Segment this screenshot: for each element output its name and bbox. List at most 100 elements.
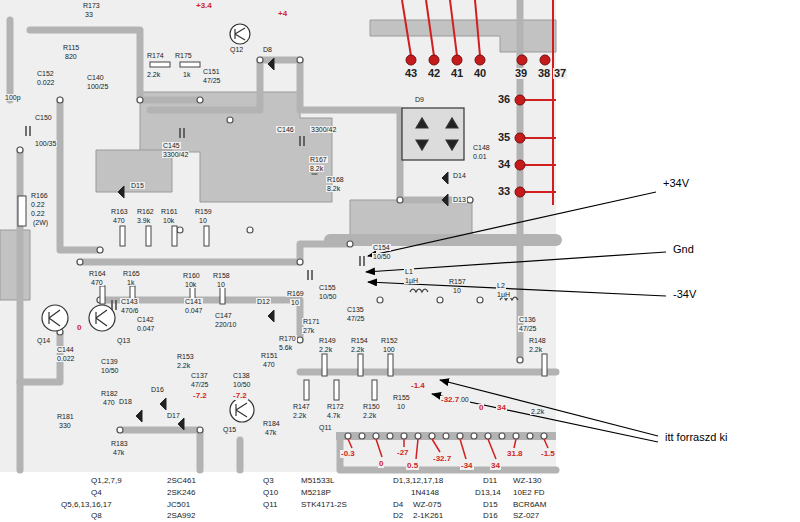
resistor-symbol [204, 226, 209, 246]
voltage-reading: -34 [460, 462, 474, 470]
parts-table-cell: M51533L [300, 477, 335, 485]
component-label: 4.7k [326, 412, 341, 419]
parts-table-cell: Q5,6,13,16,17 [60, 501, 113, 509]
component-label: C152 [36, 70, 55, 77]
pin-pad [515, 187, 525, 197]
hybrid-ic-pins [432, 439, 440, 452]
parts-table-cell: M5218P [300, 489, 332, 497]
pin-pad [429, 55, 439, 65]
capacitor-symbol [26, 126, 30, 136]
component-label: 100p [4, 94, 22, 101]
component-label: 470 [90, 279, 104, 286]
component-label: C155 [318, 284, 337, 291]
transistor-symbol [42, 305, 68, 331]
component-label: C136 [518, 316, 537, 323]
copper-trace [517, 0, 524, 360]
component-label: R168 [326, 176, 345, 183]
component-label: 47/25 [202, 77, 222, 84]
component-label: Q15 [222, 426, 237, 433]
parts-table-cell: D1,3,12,17,18 [392, 477, 444, 485]
board-ground [0, 0, 556, 472]
component-label: 47k [264, 429, 277, 436]
resistor-symbol [180, 62, 200, 67]
capacitor-symbol [112, 300, 116, 310]
solder-pad [347, 241, 353, 247]
component-label: R167 [309, 156, 328, 163]
component-label: 10 [396, 403, 406, 410]
component-label: 47/25 [190, 381, 210, 388]
component-label: 10k [184, 281, 197, 288]
parts-table-cell: 1N4148 [410, 489, 440, 497]
hybrid-ic-pins [345, 433, 351, 439]
annotation-note: +34V [662, 178, 690, 189]
parts-table-cell: 2SA992 [166, 512, 196, 520]
solder-pad [477, 297, 483, 303]
component-label: R160 [182, 272, 201, 279]
solder-pad [197, 97, 203, 103]
pin-wire [426, 0, 434, 56]
component-label: R171 [302, 318, 321, 325]
copper-trace [300, 369, 556, 376]
voltage-reading: -7.2 [232, 392, 248, 400]
component-label: R157 [448, 278, 467, 285]
component-label: C139 [100, 358, 119, 365]
copper-trace [237, 440, 244, 470]
hybrid-ic-pins [373, 433, 379, 439]
component-label: C135 [346, 306, 365, 313]
hybrid-ic-pins [544, 439, 548, 448]
component-label: C138 [232, 372, 251, 379]
component-label: R163 [110, 208, 129, 215]
pin-number: 41 [450, 68, 464, 79]
parts-table-cell: JC501 [166, 501, 191, 509]
parts-table-cell: WZ-130 [512, 477, 542, 485]
pin-wire [475, 0, 480, 56]
hybrid-ic-pins [401, 433, 407, 439]
hybrid-ic-pins [488, 439, 496, 459]
component-label: R173 [82, 2, 101, 9]
diode-symbol [118, 58, 448, 430]
transistor-symbol [235, 28, 245, 40]
component-label: Q14 [36, 337, 51, 344]
diode-symbol [442, 194, 448, 206]
parts-table-cell: Q1,2,7,9 [90, 477, 123, 485]
hybrid-ic-pins [485, 433, 491, 439]
component-label: R155 [392, 394, 411, 401]
callout-arrow [366, 192, 666, 442]
component-label: 2.2k [350, 346, 365, 353]
voltage-reading: 31.8 [506, 450, 524, 458]
copper-trace [340, 440, 556, 470]
component-label: 470 [102, 399, 116, 406]
component-label: 1μH [404, 277, 419, 284]
voltage-reading: -32.7 [432, 455, 452, 463]
component-label: 10/50 [232, 381, 252, 388]
solder-pad [137, 97, 143, 103]
capacitor-symbol [180, 128, 184, 138]
component-label: R170 [278, 335, 297, 342]
component-label: 0.047 [184, 307, 204, 314]
diode-symbol [118, 186, 124, 198]
component-label: R174 [146, 52, 165, 59]
component-label: 2.2k [530, 408, 545, 415]
parts-table-cell: Q3 [262, 477, 275, 485]
component-label: 0.22 [30, 210, 46, 217]
voltage-reading: -0.3 [340, 450, 356, 458]
component-label: C141 [184, 298, 203, 305]
solder-pad [437, 297, 443, 303]
component-label: 0.047 [136, 325, 156, 332]
transistor-symbol [230, 398, 254, 422]
resistor-symbol [100, 286, 105, 304]
parts-table-cell: D16 [482, 512, 499, 520]
component-label: D12 [256, 298, 271, 305]
hybrid-ic-pins [460, 439, 466, 459]
solder-pad [97, 247, 103, 253]
copper-trace [60, 100, 100, 250]
ground-plane [370, 20, 556, 52]
component-label: R148 [528, 337, 547, 344]
solder-pad [377, 297, 383, 303]
component-label: R158 [212, 272, 231, 279]
diode-symbol [160, 398, 166, 410]
pin-number: 39 [514, 68, 528, 79]
component-label: D18 [118, 398, 133, 405]
copper-trace [7, 20, 14, 100]
pin-pad [517, 55, 527, 65]
